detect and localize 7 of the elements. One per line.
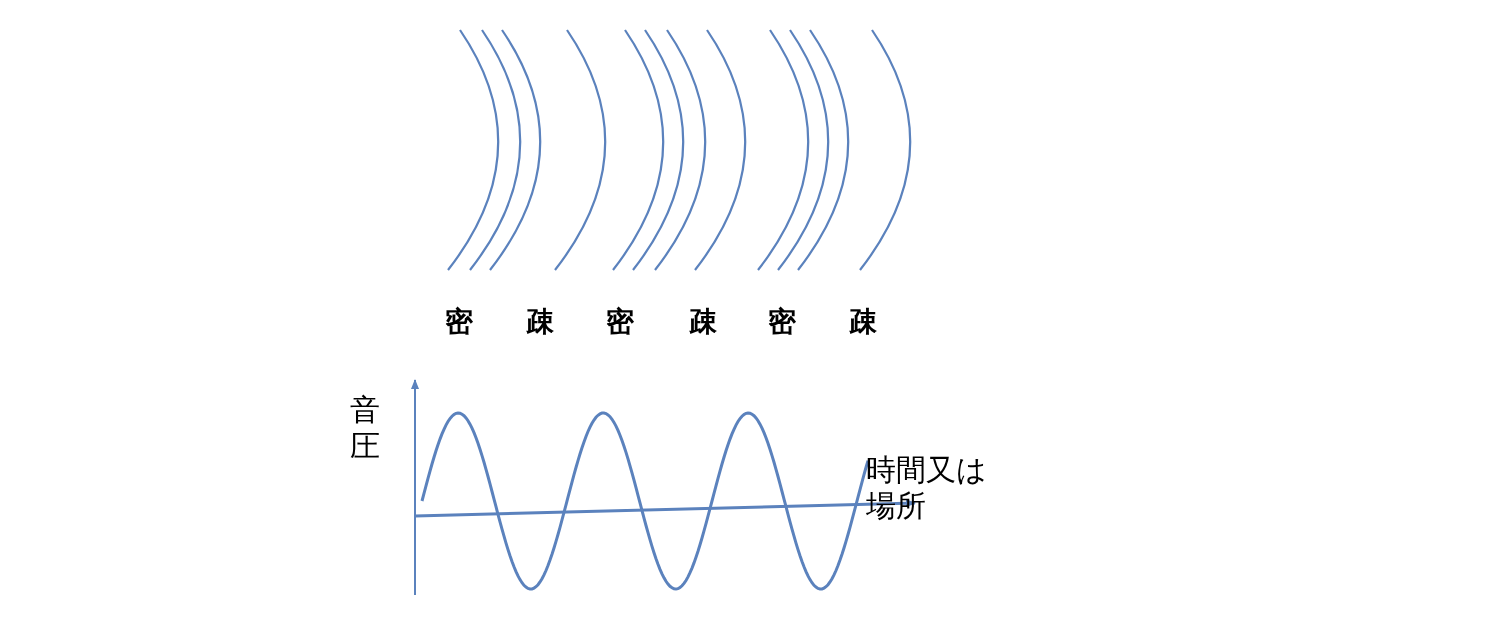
axis-label: 音圧 [350,392,381,464]
density-label: 密 [768,305,796,339]
density-label: 疎 [849,305,877,339]
density-label: 密 [445,305,473,339]
density-label: 密 [606,305,634,339]
density-label: 疎 [689,305,717,339]
density-label: 疎 [526,305,554,339]
